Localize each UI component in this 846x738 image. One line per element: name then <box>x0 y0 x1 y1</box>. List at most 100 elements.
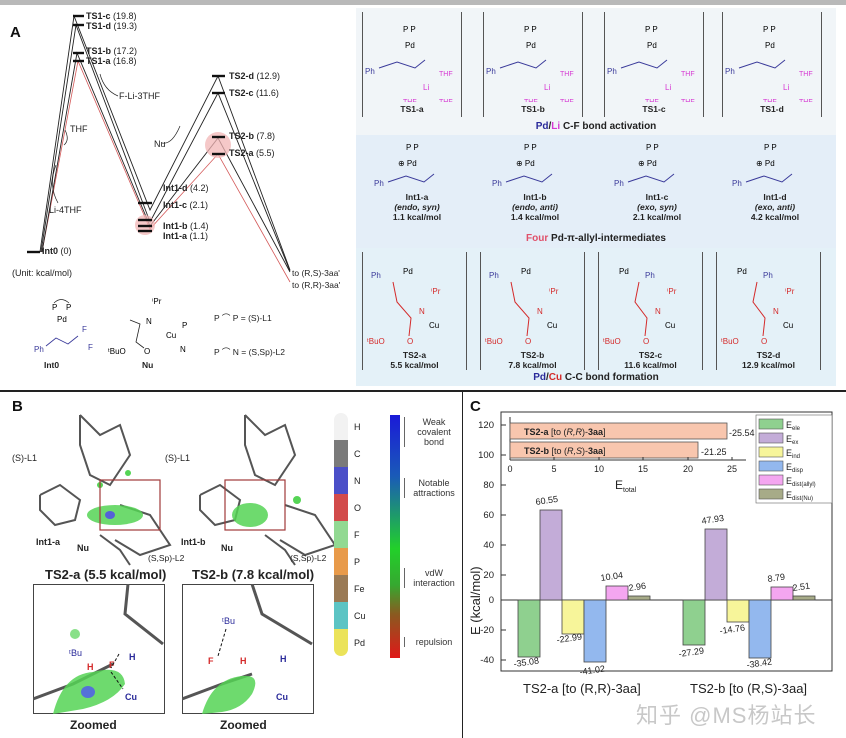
svg-text:Ph: Ph <box>763 271 773 280</box>
level-labels-ts1ab: TS1-b (17.2) TS1-a (16.8) <box>86 46 137 66</box>
svg-text:N: N <box>773 307 779 316</box>
atom-label-f: F <box>354 529 360 540</box>
svg-text:80: 80 <box>483 480 494 491</box>
svg-text:20: 20 <box>483 570 494 581</box>
svg-text:THF: THF <box>799 71 813 78</box>
svg-text:⊕ Pd: ⊕ Pd <box>516 159 535 168</box>
svg-text:THF: THF <box>439 99 453 102</box>
svg-text:P P: P P <box>403 25 416 34</box>
ts2-d-label: TS2-d <box>756 350 781 360</box>
svg-text:F: F <box>88 343 93 352</box>
level-ts1-b: TS1-b (17.2) <box>86 46 138 56</box>
svg-text:F: F <box>82 325 87 334</box>
svg-text:Ph: Ph <box>732 179 742 188</box>
svg-text:P P: P P <box>645 25 658 34</box>
svg-text:P P: P P <box>406 143 419 152</box>
svg-text:THF: THF <box>763 99 777 102</box>
atom-label-p: P <box>354 556 361 567</box>
svg-text:Ph: Ph <box>492 179 502 188</box>
svg-text:F: F <box>109 660 115 670</box>
atom-color-legend <box>334 413 348 656</box>
int1-d-desc: (exo, anti) <box>754 202 796 212</box>
zoomed-label-a: Zoomed <box>70 718 117 732</box>
ts1-b-structure: P PPdPhLiTHFTHFTHF TS1-b <box>483 12 583 117</box>
top-bar <box>0 0 846 5</box>
svg-text:THF: THF <box>560 71 574 78</box>
svg-text:P: P <box>52 303 57 312</box>
panel-a-letter: A <box>10 24 21 41</box>
atom-legend-labels: H C N O F P Fe Cu Pd <box>354 413 366 656</box>
unit-label: (Unit: kcal/mol) <box>12 268 73 278</box>
ts2-b-label: TS2-b <box>520 350 545 360</box>
svg-text:Li: Li <box>783 83 789 92</box>
svg-text:Cu: Cu <box>429 321 439 330</box>
svg-text:P P: P P <box>764 143 777 152</box>
svg-text:Pd: Pd <box>526 41 536 50</box>
svg-text:N: N <box>419 307 425 316</box>
svg-text:-22.99: -22.99 <box>556 632 583 645</box>
level-ts1-a: TS1-a (16.8) <box>86 56 137 66</box>
annotation-to-rs: to (R,S)-3aa' <box>292 268 340 278</box>
svg-text:100: 100 <box>478 450 494 461</box>
svg-text:⊕ Pd: ⊕ Pd <box>398 159 417 168</box>
level-ts1-d: TS1-d (19.3) <box>86 21 138 31</box>
svg-text:Pd: Pd <box>57 315 67 324</box>
panel-b-letter: B <box>12 398 23 415</box>
panel-c-letter: C <box>470 398 481 415</box>
svg-text:ᵗBu: ᵗBu <box>222 616 235 626</box>
svg-text:Ph: Ph <box>486 67 496 76</box>
svg-text:Ph: Ph <box>725 67 735 76</box>
l1-definition: P ⌒ P = (S)-L1 <box>214 313 272 323</box>
nci-label-notable-attractions: Notable attractions <box>404 478 460 498</box>
svg-text:H: H <box>280 654 287 664</box>
svg-text:-20: -20 <box>480 625 494 636</box>
svg-text:Ph: Ph <box>489 271 499 280</box>
level-int1-d: Int1-d (4.2) <box>163 183 209 193</box>
svg-text:ⁱPr: ⁱPr <box>431 287 441 296</box>
int1-c-energy: 2.1 kcal/mol <box>632 212 682 222</box>
label-l2-b: (S,Sp)-L2 <box>290 553 327 563</box>
svg-text:TS2-b [to (R,S)-3aa]: TS2-b [to (R,S)-3aa] <box>524 446 606 456</box>
l2-definition: P ⌒ N = (S,Sp)-L2 <box>214 347 285 357</box>
svg-text:N: N <box>655 307 661 316</box>
svg-text:-14.76: -14.76 <box>719 623 746 636</box>
svg-text:H: H <box>129 652 136 662</box>
svg-text:F: F <box>208 656 214 666</box>
svg-text:P P: P P <box>646 143 659 152</box>
atom-swatch-p <box>334 548 348 575</box>
int1-c-desc: (exo, syn) <box>637 202 677 212</box>
vertical-divider <box>462 392 463 738</box>
ts2-b-energy: 7.8 kcal/mol <box>508 360 557 370</box>
svg-text:ᵗBu: ᵗBu <box>69 648 82 658</box>
svg-text:Pd: Pd <box>405 41 415 50</box>
nci-scale-labels: Weak covalent bond Notable attractions v… <box>404 413 462 658</box>
label-l2-a: (S,Sp)-L2 <box>148 553 185 563</box>
atom-label-pd: Pd <box>354 637 366 648</box>
label-nu-a: Nu <box>77 543 89 553</box>
svg-text:Pd: Pd <box>737 267 747 276</box>
zoomed-label-b: Zoomed <box>220 718 267 732</box>
atom-swatch-fe <box>334 575 348 602</box>
annotation-to-rr: to (R,R)-3aa' <box>292 280 341 290</box>
int1-a-desc: (endo, syn) <box>394 202 440 212</box>
svg-text:TS2-a [to (R,R)-3aa]: TS2-a [to (R,R)-3aa] <box>524 427 606 437</box>
svg-text:H: H <box>87 662 94 672</box>
svg-text:Pd: Pd <box>403 267 413 276</box>
level-ts1-c: TS1-c (19.8) <box>86 11 137 21</box>
svg-text:Cu: Cu <box>547 321 557 330</box>
int1-box <box>356 135 836 248</box>
svg-text:ᵗBuO: ᵗBuO <box>485 337 503 346</box>
svg-text:0: 0 <box>489 595 494 606</box>
svg-text:ᵗBuO: ᵗBuO <box>367 337 385 346</box>
svg-text:P P: P P <box>763 25 776 34</box>
nci-model-ts2-b <box>199 414 337 566</box>
nu-label: Nu <box>142 360 154 370</box>
svg-text:0: 0 <box>507 464 512 474</box>
